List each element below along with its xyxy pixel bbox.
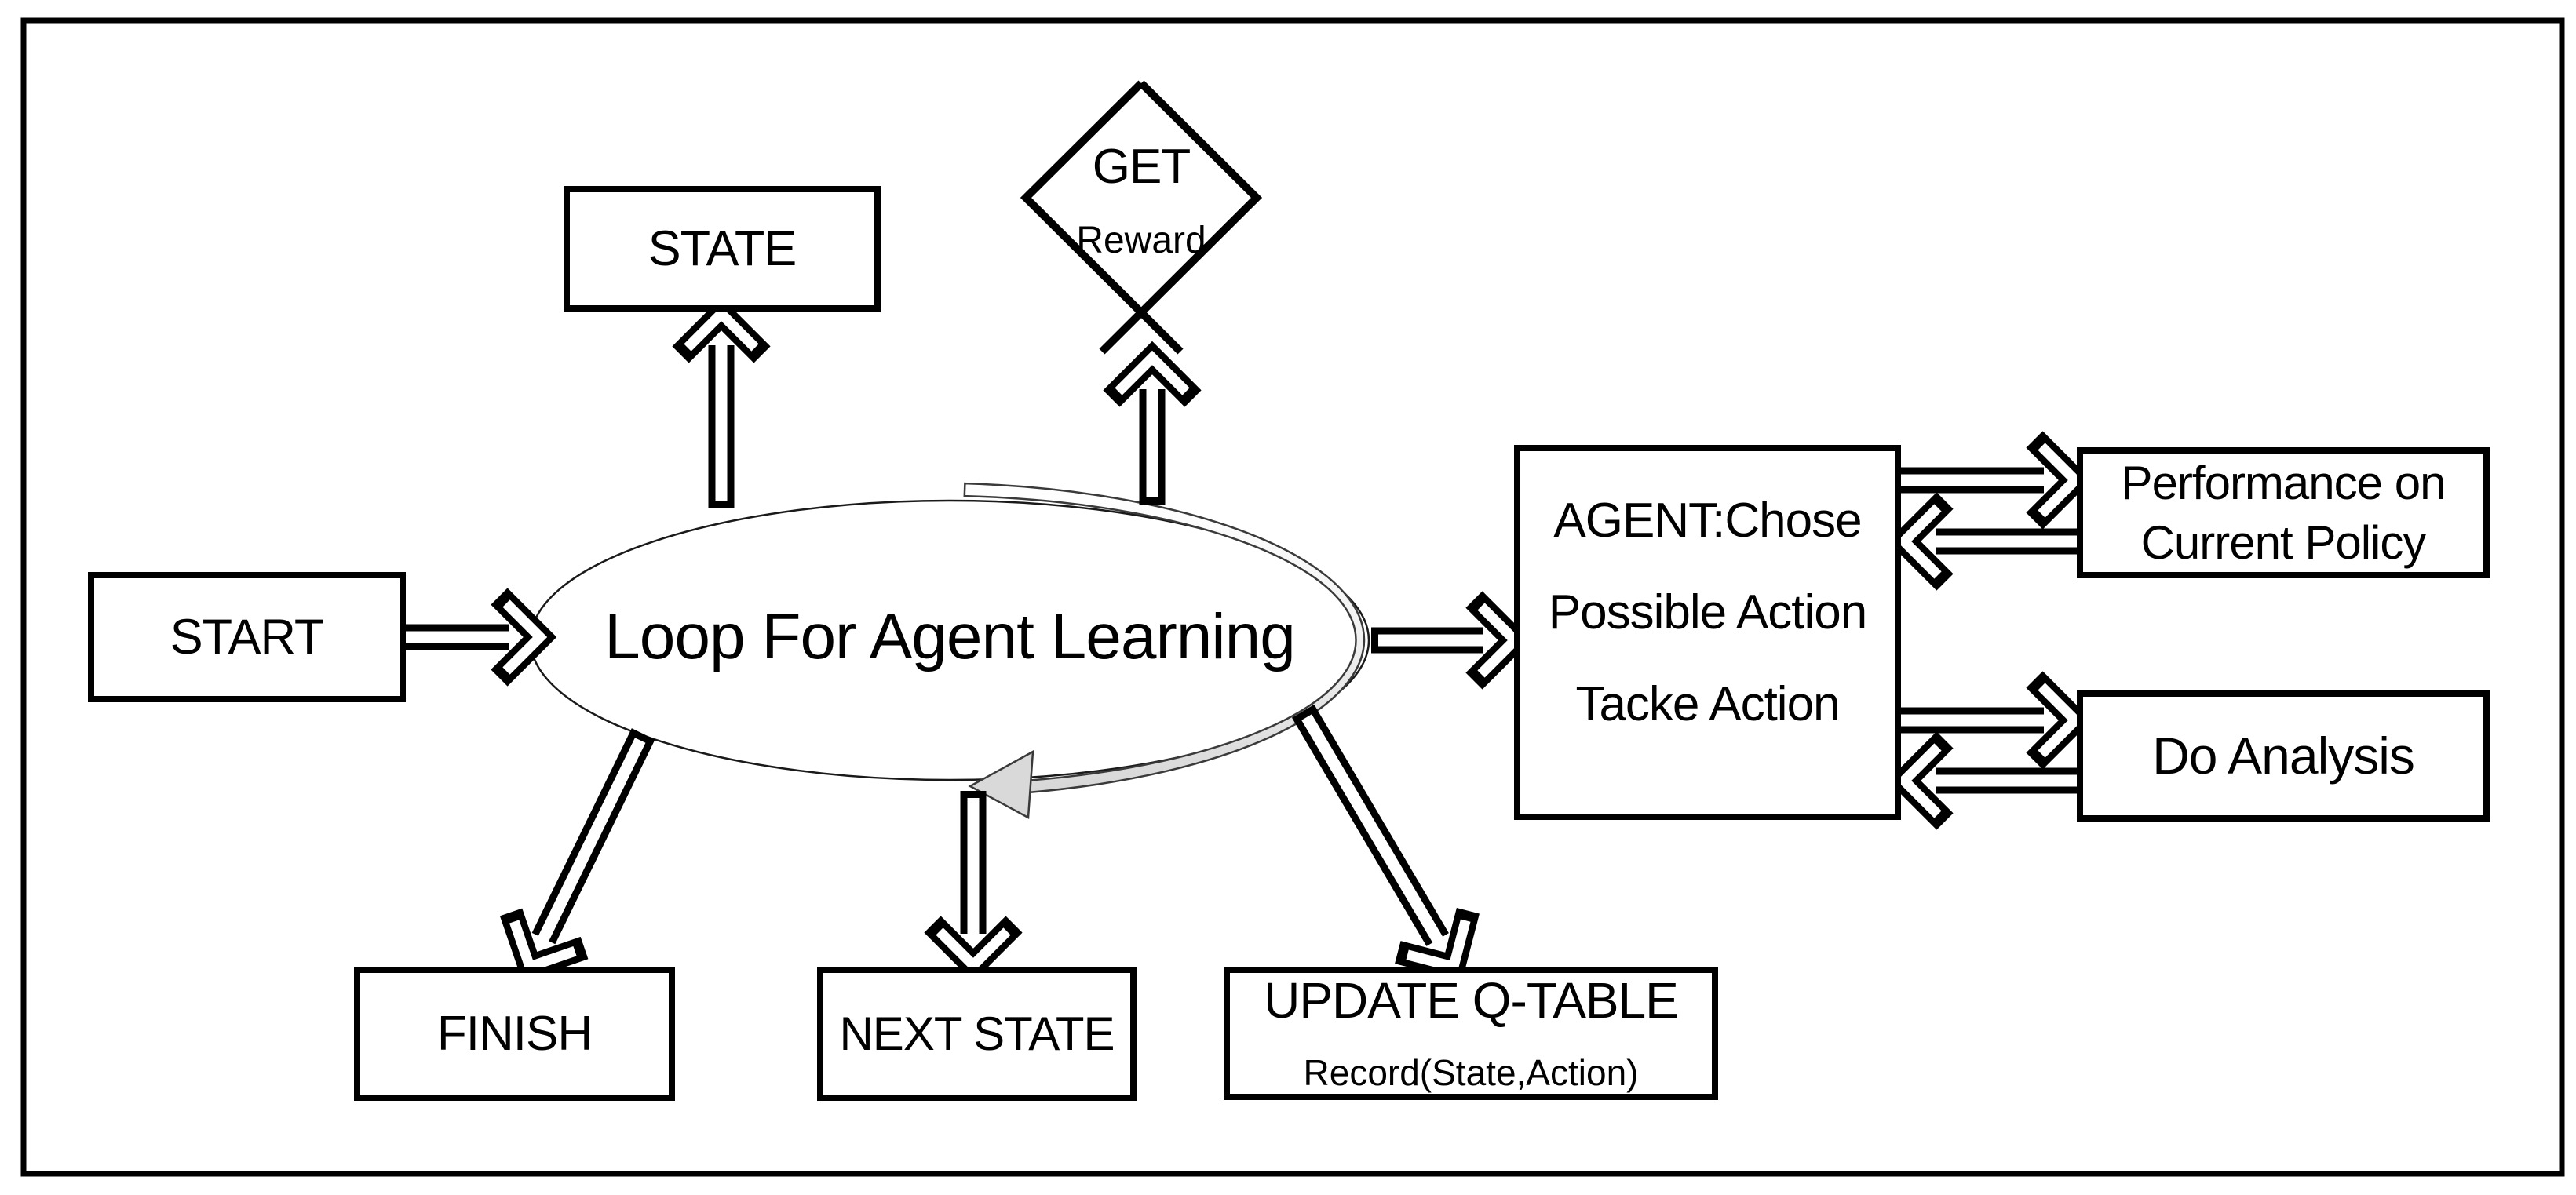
next-state-label: NEXT STATE — [839, 1007, 1115, 1060]
do-analysis-label: Do Analysis — [2152, 726, 2415, 785]
update-q-table-subtitle: Record(State,Action) — [1303, 1052, 1639, 1093]
reward-diamond — [1020, 80, 1263, 355]
arrow-agent-to-performance — [1895, 431, 2093, 530]
arrow-agent-to-analysis — [1895, 671, 2093, 770]
arrow-performance-to-agent — [1887, 492, 2085, 591]
arrow-loop-to-reward — [1103, 341, 1202, 505]
reward-diamond-subtitle: Reward — [1076, 219, 1206, 261]
state-label: STATE — [648, 220, 797, 276]
node-state: STATE — [564, 186, 881, 312]
node-start: START — [88, 572, 406, 702]
reward-diamond-title: GET — [1092, 139, 1191, 194]
start-label: START — [170, 609, 325, 665]
arrow-loop-to-agent — [1371, 591, 1532, 690]
performance-line-2: Current Policy — [2140, 516, 2427, 569]
loop-cycle-arrowhead — [968, 749, 1034, 820]
arrow-loop-to-state — [672, 297, 771, 508]
agent-line-3: Tacke Action — [1575, 676, 1840, 731]
arrow-loop-to-finish — [499, 728, 655, 982]
agent-line-2: Possible Action — [1548, 585, 1867, 639]
loop-cycle-arrow — [963, 482, 1366, 820]
agent-line-1: AGENT:Chose — [1553, 493, 1862, 548]
update-q-table-title: UPDATE Q-TABLE — [1264, 972, 1679, 1029]
arrow-loop-to-update — [1291, 704, 1480, 982]
node-agent: AGENT:Chose Possible Action Tacke Action — [1514, 445, 1901, 820]
arrow-start-to-loop — [400, 588, 557, 687]
node-finish: FINISH — [354, 967, 675, 1101]
node-next-state: NEXT STATE — [817, 967, 1137, 1101]
node-do-analysis: Do Analysis — [2077, 690, 2490, 822]
loop-label: Loop For Agent Learning — [604, 601, 1296, 672]
arrow-analysis-to-agent — [1887, 731, 2085, 830]
node-performance: Performance on Current Policy — [2077, 447, 2490, 578]
outer-frame — [20, 17, 2565, 1177]
finish-label: FINISH — [436, 1006, 593, 1061]
performance-line-1: Performance on — [2121, 456, 2446, 509]
arrow-loop-to-next-state — [924, 791, 1023, 982]
node-update-q-table: UPDATE Q-TABLE Record(State,Action) — [1224, 967, 1718, 1100]
